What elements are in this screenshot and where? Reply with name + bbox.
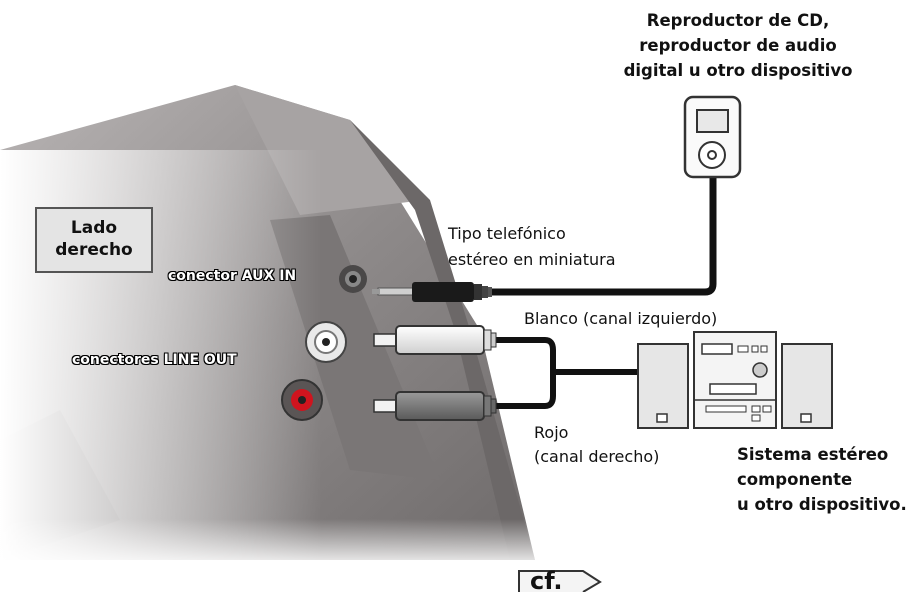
stereo-system-line2: componente xyxy=(737,470,853,489)
source-device-line2: reproductor de audio xyxy=(639,36,837,55)
plug-type-label: Tipo telefónico estéreo en miniatura xyxy=(448,221,616,273)
line-out-white-jack xyxy=(305,321,347,363)
rca-cables xyxy=(492,337,640,409)
reference-tab-shape xyxy=(518,570,602,592)
source-device-label: Reproductor de CD, reproductor de audio … xyxy=(588,8,888,83)
stereo-system-label: Sistema estéreo componente u otro dispos… xyxy=(737,442,907,517)
rca-plug-white xyxy=(373,325,497,355)
source-device-line3: digital u otro dispositivo xyxy=(623,61,853,80)
audio-player-icon xyxy=(683,95,742,179)
white-cable-label: Blanco (canal izquierdo) xyxy=(524,309,718,328)
mini-plug-cable xyxy=(372,172,717,302)
line-out-red-jack xyxy=(281,379,323,421)
side-label-line1: Lado xyxy=(70,218,118,238)
rca-plug-red xyxy=(373,391,497,421)
plug-type-line1: Tipo telefónico xyxy=(448,224,566,243)
stereo-system-line3: u otro dispositivo. xyxy=(737,495,907,514)
aux-in-jack xyxy=(339,265,367,293)
source-device-line1: Reproductor de CD, xyxy=(646,11,830,30)
aux-in-label: conector AUX IN xyxy=(168,268,297,284)
side-label-line2: derecho xyxy=(55,240,133,260)
red-cable-line2: (canal derecho) xyxy=(534,447,660,466)
device-side-panel xyxy=(0,85,919,570)
line-out-label: conectores LINE OUT xyxy=(72,352,237,368)
red-cable-line1: Rojo xyxy=(534,423,569,442)
red-cable-label: Rojo (canal derecho) xyxy=(534,421,659,469)
plug-type-line2: estéreo en miniatura xyxy=(448,250,616,269)
side-label-box: Lado derecho xyxy=(35,207,153,273)
stereo-system-icon xyxy=(637,331,833,429)
stereo-system-line1: Sistema estéreo xyxy=(737,445,889,464)
reference-tab-label[interactable]: cf. xyxy=(530,567,563,595)
